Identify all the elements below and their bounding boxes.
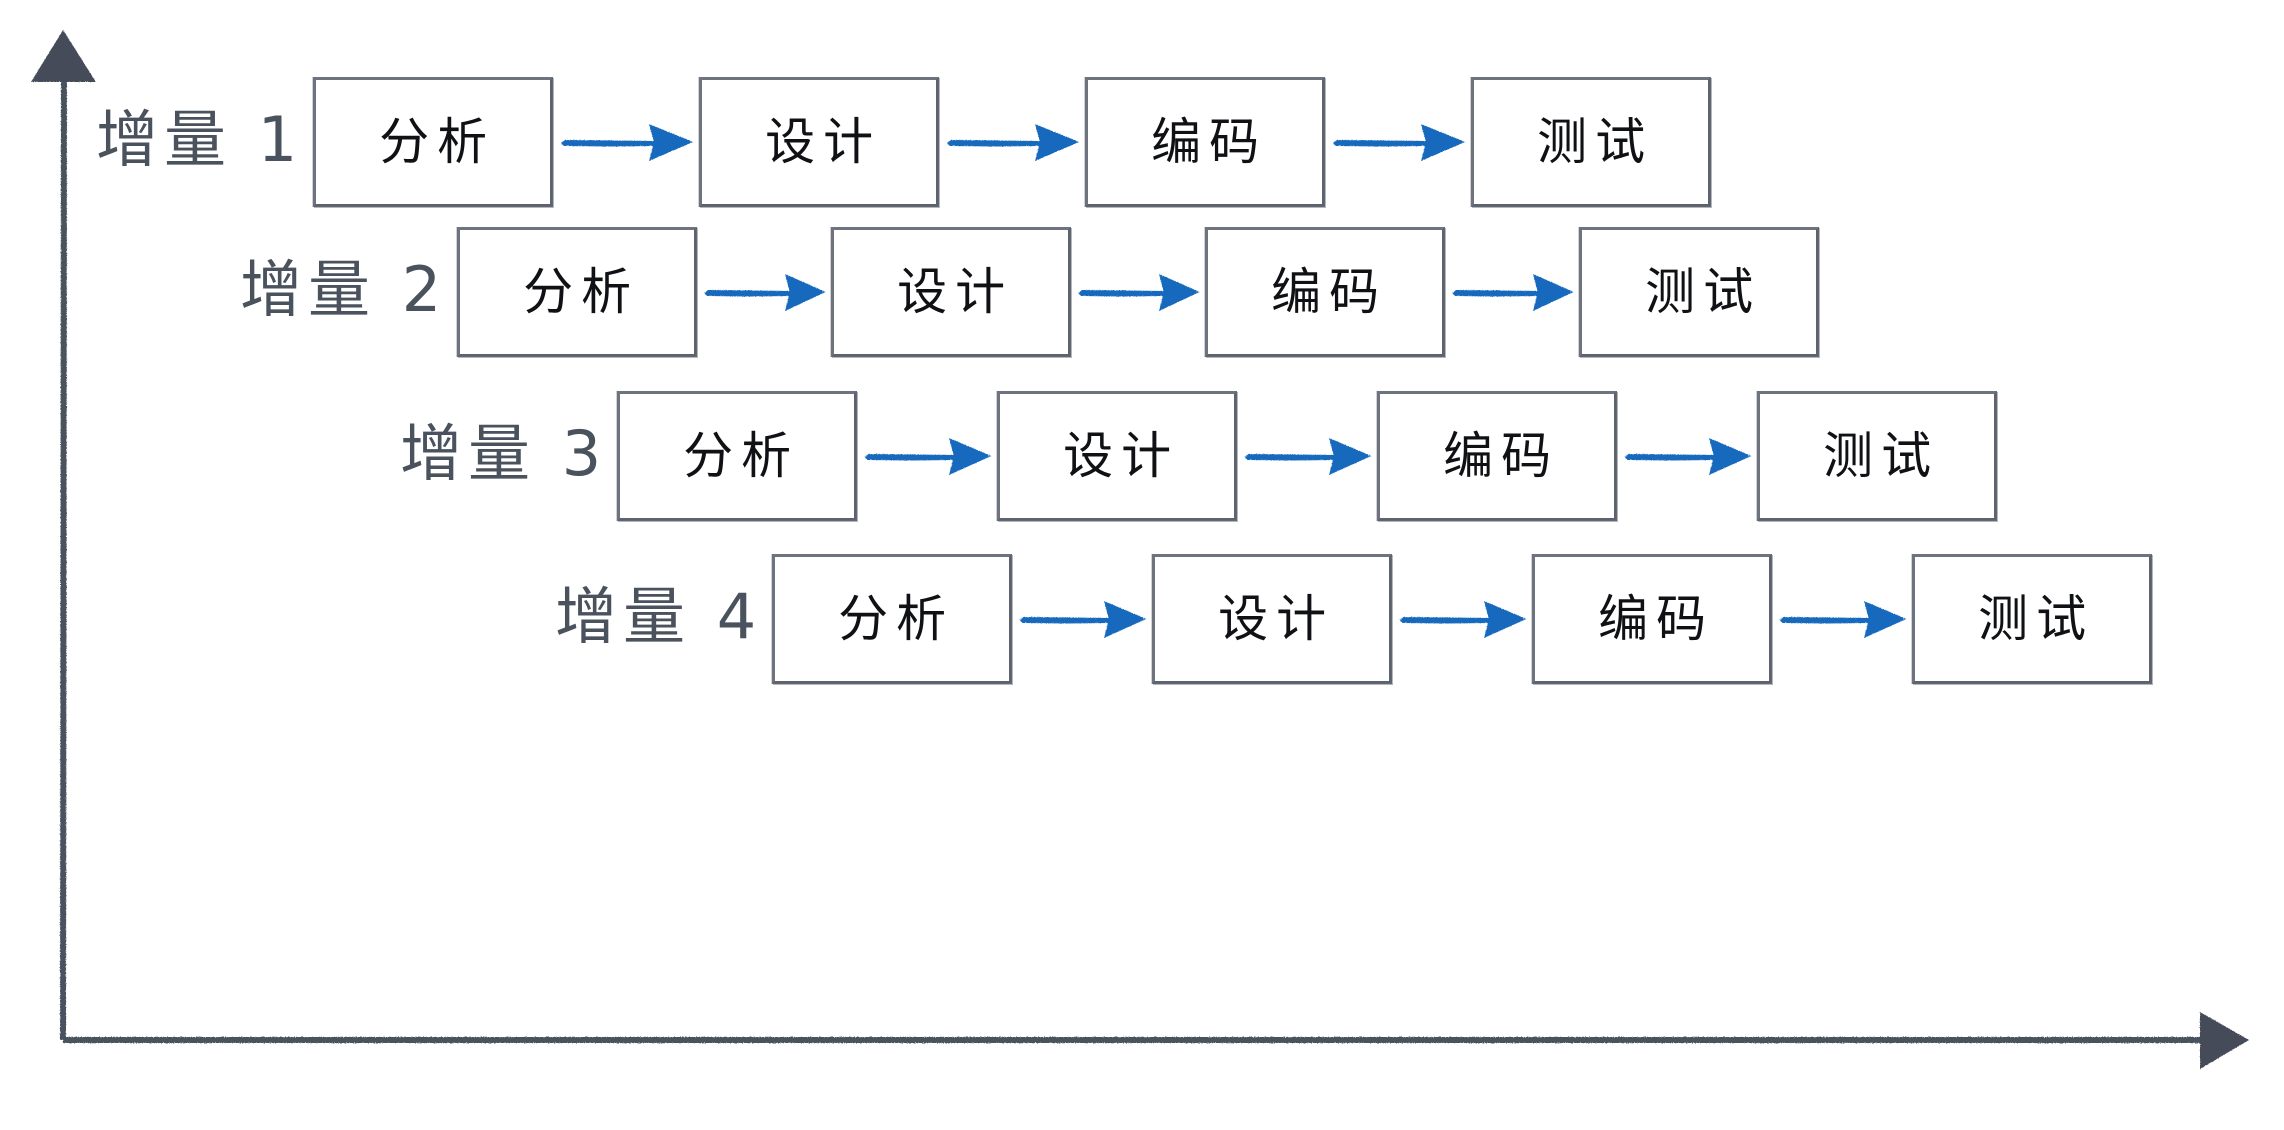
arrow-right-icon	[704, 274, 826, 311]
phase-box-testing[interactable]: 测试	[1912, 554, 2153, 684]
phase-box-label: 测试	[1537, 113, 1654, 171]
phase-box-testing[interactable]: 测试	[1579, 227, 1820, 357]
phase-box-analysis[interactable]: 分析	[772, 554, 1013, 684]
arrow-right-icon	[1779, 601, 1907, 638]
phase-box-label: 分析	[838, 590, 955, 648]
phase-box-coding[interactable]: 编码	[1377, 391, 1618, 521]
phase-box-label: 分析	[523, 263, 640, 321]
phase-box-analysis[interactable]: 分析	[617, 391, 858, 521]
phase-box-testing[interactable]: 测试	[1757, 391, 1998, 521]
increment-row-label: 增量 1	[96, 103, 304, 176]
phase-box-design[interactable]: 设计	[997, 391, 1238, 521]
phase-box-coding[interactable]: 编码	[1205, 227, 1446, 357]
increment-row: 增量 1 分析 设计 编码	[96, 76, 1712, 208]
increment-row: 增量 3 分析 设计 编码	[400, 390, 1998, 522]
phase-box-label: 测试	[1978, 590, 2095, 648]
phase-box-label: 编码	[1151, 113, 1268, 171]
arrow-right-icon	[561, 124, 694, 161]
arrow-right-icon	[1399, 601, 1527, 638]
arrow-right-icon	[1019, 601, 1147, 638]
phase-box-design[interactable]: 设计	[831, 227, 1072, 357]
y-axis-arrowhead	[31, 30, 96, 82]
phase-box-label: 设计	[897, 263, 1014, 321]
y-axis-line	[60, 63, 67, 1041]
increment-row: 增量 2 分析 设计 编码	[240, 226, 1820, 358]
arrow-right-icon	[864, 438, 992, 475]
phase-box-testing[interactable]: 测试	[1471, 77, 1712, 207]
phase-box-label: 测试	[1823, 427, 1940, 485]
arrow-right-icon	[1624, 438, 1752, 475]
phase-box-label: 测试	[1645, 263, 1762, 321]
arrow-right-icon	[1452, 274, 1574, 311]
phase-box-analysis[interactable]: 分析	[457, 227, 698, 357]
phase-box-analysis[interactable]: 分析	[313, 77, 554, 207]
arrow-right-icon	[1333, 124, 1466, 161]
phase-box-label: 分析	[379, 113, 496, 171]
phase-box-design[interactable]: 设计	[1152, 554, 1393, 684]
increment-row: 增量 4 分析 设计 编码	[555, 553, 2153, 685]
phase-box-label: 设计	[765, 113, 882, 171]
arrow-right-icon	[1078, 274, 1200, 311]
phase-box-coding[interactable]: 编码	[1532, 554, 1773, 684]
phase-box-label: 设计	[1063, 427, 1180, 485]
increment-row-label: 增量 3	[400, 417, 608, 490]
phase-box-coding[interactable]: 编码	[1085, 77, 1326, 207]
increment-row-label: 增量 4	[555, 580, 763, 653]
phase-box-label: 编码	[1271, 263, 1388, 321]
arrow-right-icon	[1244, 438, 1372, 475]
phase-box-label: 分析	[683, 427, 800, 485]
arrow-right-icon	[947, 124, 1080, 161]
x-axis-arrowhead	[2200, 1012, 2249, 1069]
phase-box-label: 设计	[1218, 590, 1335, 648]
phase-box-label: 编码	[1443, 427, 1560, 485]
phase-box-label: 编码	[1598, 590, 1715, 648]
increment-row-label: 增量 2	[240, 253, 448, 326]
phase-box-design[interactable]: 设计	[699, 77, 940, 207]
